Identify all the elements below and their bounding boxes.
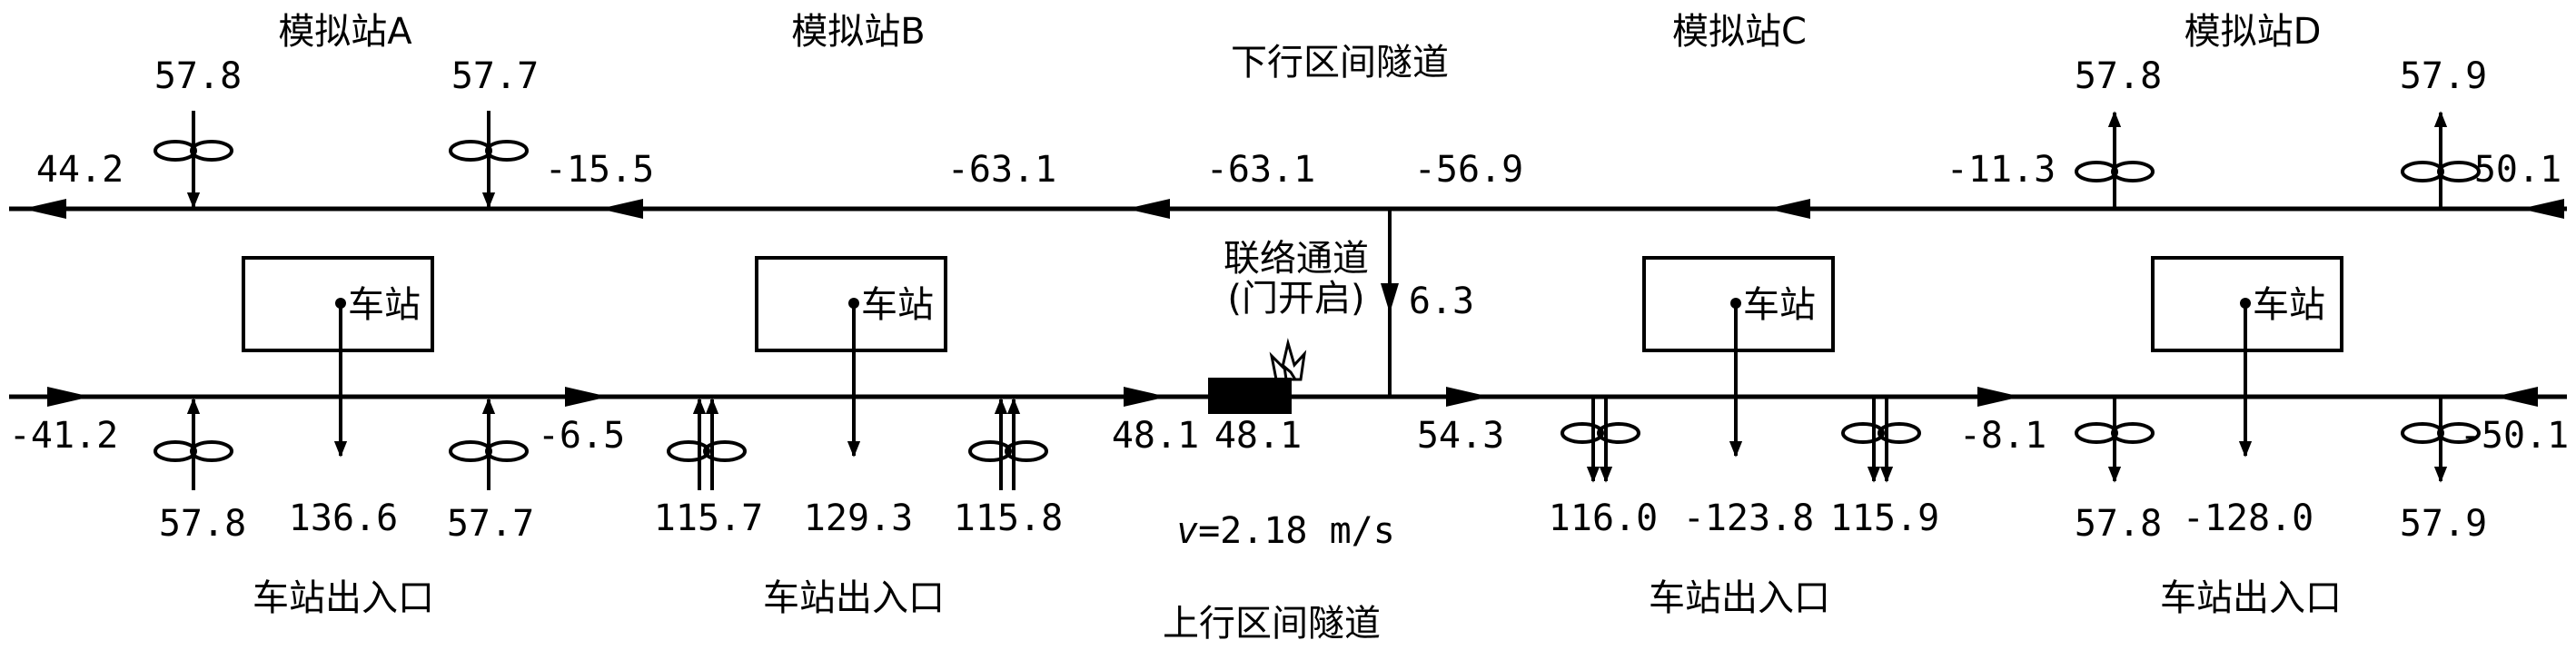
down-tunnel-title: 下行区间隧道 bbox=[1231, 42, 1449, 84]
value-up-b-train-left: 48.1 bbox=[1112, 415, 1199, 457]
station-box-label: 车站 bbox=[348, 284, 421, 326]
value-d-station-exit: -128.0 bbox=[2183, 497, 2314, 539]
up-tunnel-title: 上行区间隧道 bbox=[1163, 603, 1381, 645]
fan-icon bbox=[2075, 111, 2155, 209]
value-b-jet-1: 115.7 bbox=[654, 497, 763, 539]
exit-label: 车站出入口 bbox=[253, 577, 434, 619]
value-up-right-end: -50.1 bbox=[2460, 415, 2569, 457]
value-down-a-b-1: -15.5 bbox=[545, 149, 654, 191]
value-down-b-c-1: -63.1 bbox=[1206, 149, 1315, 191]
train-icon bbox=[1208, 378, 1292, 414]
up-flow-arrows bbox=[47, 387, 2538, 407]
fan-icon bbox=[667, 398, 747, 490]
value-down-b-c-2: -56.9 bbox=[1414, 149, 1523, 191]
station-box-label: 车站 bbox=[2253, 284, 2325, 326]
station-b-title: 模拟站B bbox=[791, 11, 925, 53]
passage-label: 联络通道 bbox=[1224, 238, 1369, 280]
passage-flow-arrow bbox=[1381, 283, 1399, 313]
fan-icon bbox=[2401, 111, 2481, 209]
value-down-a-b-2: -63.1 bbox=[947, 149, 1056, 191]
fan-icon bbox=[1841, 397, 1921, 483]
station-a-title: 模拟站A bbox=[278, 11, 412, 53]
station-box-a bbox=[242, 256, 434, 458]
value-c-jet-1: 116.0 bbox=[1549, 497, 1658, 539]
fan-icon bbox=[154, 111, 233, 209]
value-down-c-d: -11.3 bbox=[1947, 149, 2056, 191]
value-a-fan-in-top: 57.8 bbox=[154, 55, 242, 97]
value-down-right-end: 50.1 bbox=[2474, 149, 2561, 191]
value-c-jet-2: 115.9 bbox=[1830, 497, 1939, 539]
value-d-fan-2-top: 57.9 bbox=[2400, 55, 2487, 97]
station-box-label: 车站 bbox=[861, 284, 934, 326]
station-box-c bbox=[1642, 256, 1835, 458]
value-a-fan-out-top: 57.7 bbox=[451, 55, 539, 97]
value-up-train: 48.1 bbox=[1214, 415, 1302, 457]
value-up-left-end: -41.2 bbox=[9, 415, 118, 457]
value-up-after-passage: 54.3 bbox=[1417, 415, 1504, 457]
station-box-label: 车站 bbox=[1743, 284, 1816, 326]
value-b-station-exit: 129.3 bbox=[804, 497, 913, 539]
exit-label: 车站出入口 bbox=[2160, 577, 2342, 619]
down-flow-arrows bbox=[23, 199, 2564, 219]
fan-icon bbox=[1560, 397, 1640, 483]
fan-icon bbox=[2401, 397, 2481, 483]
fan-icon bbox=[449, 111, 529, 209]
station-c-title: 模拟站C bbox=[1672, 11, 1807, 53]
exit-label: 车站出入口 bbox=[763, 577, 945, 619]
fire-icon bbox=[1269, 338, 1307, 381]
fan-icon bbox=[449, 398, 529, 490]
station-box-d bbox=[2151, 256, 2343, 458]
station-box-b bbox=[755, 256, 947, 458]
value-down-left-end: 44.2 bbox=[36, 149, 124, 191]
value-up-c-d: -8.1 bbox=[1959, 415, 2046, 457]
value-d-fan-1-top: 57.8 bbox=[2075, 55, 2162, 97]
passage-state-label: (门开启) bbox=[1227, 278, 1364, 320]
fan-icon bbox=[2075, 397, 2155, 483]
exit-label: 车站出入口 bbox=[1649, 577, 1830, 619]
velocity-label: v=2.18 m/s bbox=[1176, 510, 1395, 552]
value-up-a-b: -6.5 bbox=[538, 415, 625, 457]
value-b-jet-2: 115.8 bbox=[954, 497, 1063, 539]
value-d-fan-2-bottom: 57.9 bbox=[2400, 503, 2487, 545]
value-a-fan-1-bottom: 57.8 bbox=[159, 503, 246, 545]
fan-icon bbox=[154, 398, 233, 490]
value-passage-flow: 6.3 bbox=[1409, 281, 1474, 322]
station-d-title: 模拟站D bbox=[2185, 11, 2322, 53]
value-c-station-exit: -123.8 bbox=[1683, 497, 1815, 539]
fan-icon bbox=[968, 398, 1048, 490]
value-a-station-exit: 136.6 bbox=[289, 497, 398, 539]
value-d-fan-1-bottom: 57.8 bbox=[2075, 503, 2162, 545]
value-a-fan-2-bottom: 57.7 bbox=[447, 503, 534, 545]
